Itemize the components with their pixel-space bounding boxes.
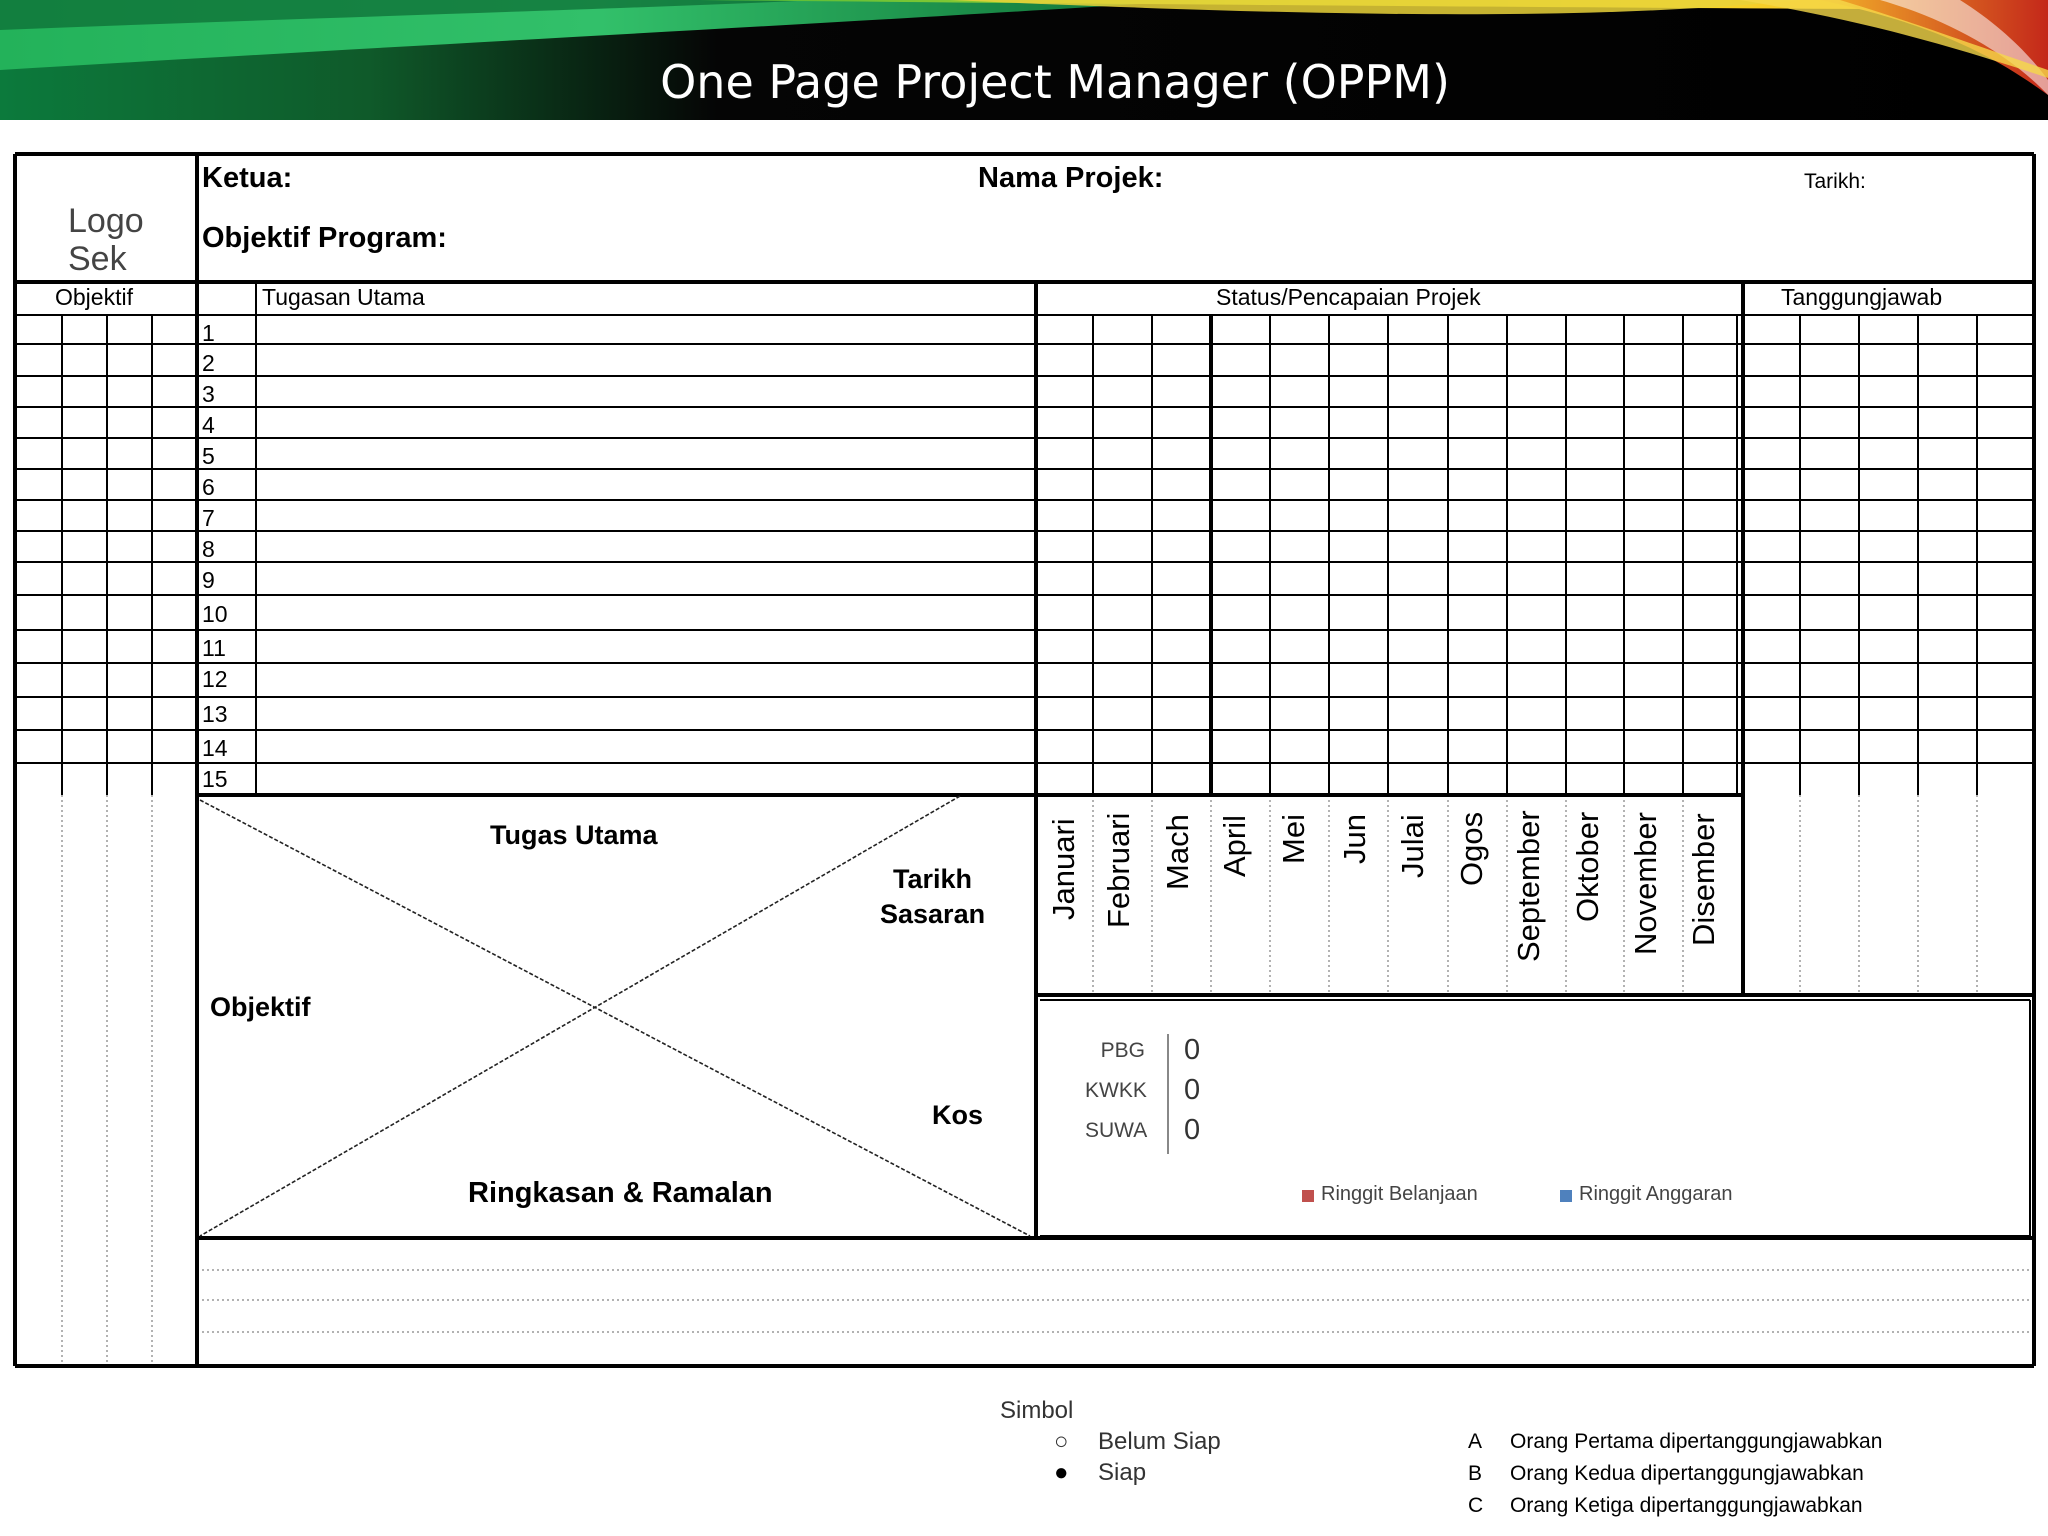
task-number: 11 <box>202 635 226 661</box>
task-number: 15 <box>202 766 228 792</box>
chart-value-label: 0 <box>1184 1074 1201 1106</box>
logo-line1: Logo <box>68 202 144 240</box>
matrix-label-objektif: Objektif <box>210 992 311 1022</box>
task-number: 4 <box>202 412 215 438</box>
symbol-key-title: Simbol <box>1000 1397 1074 1424</box>
col-header-tugasan-utama: Tugasan Utama <box>262 284 425 310</box>
responsibility-letter: C <box>1468 1494 1484 1517</box>
responsibility-letter: A <box>1468 1430 1483 1453</box>
banner-swoosh-graphic <box>0 0 2048 120</box>
matrix-label-kos: Kos <box>932 1100 984 1130</box>
matrix-diagonal <box>199 799 1031 1237</box>
month-label: Mach <box>1160 814 1195 890</box>
month-label: November <box>1628 812 1663 955</box>
task-number: 13 <box>202 701 228 727</box>
ketua-label: Ketua: <box>202 162 293 194</box>
legend-label: Ringgit Belanjaan <box>1321 1183 1478 1205</box>
symbol-label: Siap <box>1098 1459 1147 1486</box>
month-label: Oktober <box>1570 811 1605 922</box>
symbol-label: Belum Siap <box>1098 1428 1221 1455</box>
task-number: 1 <box>202 320 215 346</box>
slide-banner: One Page Project Manager (OPPM) <box>0 0 2048 120</box>
month-label: April <box>1217 814 1252 877</box>
task-number: 10 <box>202 601 228 627</box>
chart-category-label: KWKK <box>1085 1079 1147 1102</box>
task-number: 5 <box>202 443 215 469</box>
col-header-objektif: Objektif <box>55 284 133 310</box>
month-label: Julai <box>1395 814 1430 878</box>
month-label: September <box>1511 810 1546 962</box>
month-label: Disember <box>1686 813 1721 946</box>
matrix-label-sasaran: Sasaran <box>880 899 986 929</box>
task-number: 12 <box>202 666 228 692</box>
col-header-status: Status/Pencapaian Projek <box>1216 284 1481 310</box>
filled-circle-icon: ● <box>1054 1459 1069 1486</box>
task-number: 3 <box>202 381 215 407</box>
slide-title: One Page Project Manager (OPPM) <box>660 55 1450 109</box>
open-circle-icon: ○ <box>1054 1428 1069 1455</box>
legend-label: Ringgit Anggaran <box>1579 1183 1733 1205</box>
nama-projek-label: Nama Projek: <box>978 162 1164 194</box>
task-number: 14 <box>202 735 228 761</box>
matrix-label-tugas-utama: Tugas Utama <box>490 820 658 850</box>
logo-line2: Sek <box>68 240 127 278</box>
month-label: Januari <box>1046 818 1081 920</box>
task-number: 9 <box>202 567 215 593</box>
month-label: Jun <box>1337 814 1372 864</box>
month-label: Mei <box>1276 814 1311 864</box>
task-number: 7 <box>202 505 215 531</box>
responsibility-text: Orang Ketiga dipertanggungjawabkan <box>1510 1494 1863 1517</box>
month-label: Februari <box>1101 812 1136 928</box>
chart-category-label: SUWA <box>1085 1119 1148 1142</box>
responsibility-text: Orang Kedua dipertanggungjawabkan <box>1510 1462 1864 1485</box>
chart-category-label: PBG <box>1100 1039 1145 1062</box>
responsibility-letter: B <box>1468 1462 1483 1485</box>
chart-value-label: 0 <box>1184 1114 1201 1146</box>
chart-value-label: 0 <box>1184 1034 1201 1066</box>
matrix-diagonal <box>199 795 961 1237</box>
responsibility-text: Orang Pertama dipertanggungjawabkan <box>1510 1430 1883 1453</box>
logo-placeholder: Logo Sek <box>68 202 144 278</box>
objektif-program-label: Objektif Program: <box>202 222 447 254</box>
legend-swatch <box>1302 1190 1314 1202</box>
matrix-label-tarikh: Tarikh <box>893 864 973 894</box>
col-header-tanggungjawab: Tanggungjawab <box>1781 284 1943 310</box>
task-number: 2 <box>202 350 215 376</box>
task-number: 8 <box>202 536 215 562</box>
tarikh-label: Tarikh: <box>1804 170 1866 193</box>
month-label: Ogos <box>1454 811 1489 886</box>
task-number: 6 <box>202 474 215 500</box>
legend-swatch <box>1560 1190 1572 1202</box>
matrix-label-tarikh-sasaran: Tarikh Sasaran <box>880 862 985 932</box>
matrix-label-ringkasan: Ringkasan & Ramalan <box>468 1177 773 1209</box>
